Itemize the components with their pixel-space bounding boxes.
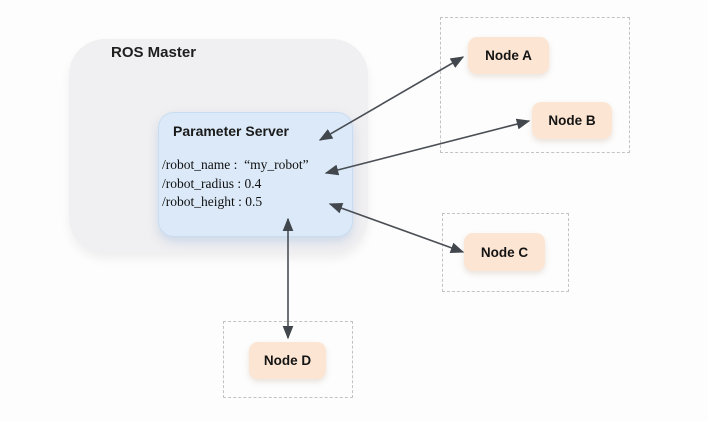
node-c-label: Node C <box>480 244 529 260</box>
node-b-box: Node B <box>532 102 612 139</box>
node-b-label: Node B <box>548 113 596 128</box>
node-a-label: Node A <box>485 48 532 63</box>
parameter-server-label: Parameter Server <box>173 123 289 139</box>
node-d-box: Node D <box>249 342 326 379</box>
node-d-label: Node D <box>263 353 312 368</box>
param-robot-name: /robot_name : “my_robot” <box>162 157 309 172</box>
param-robot-radius: /robot_radius : 0.4 <box>162 175 262 191</box>
param-robot-height: /robot_height : 0.5 <box>162 194 263 209</box>
parameter-list: /robot_name : “my_robot” /robot_radius :… <box>162 156 309 212</box>
ros-master-label: ROS Master <box>111 44 197 61</box>
parameter-server-box: Parameter Server /robot_name : “my_robot… <box>158 112 353 237</box>
node-c-box: Node C <box>464 233 545 271</box>
node-a-box: Node A <box>468 37 549 74</box>
